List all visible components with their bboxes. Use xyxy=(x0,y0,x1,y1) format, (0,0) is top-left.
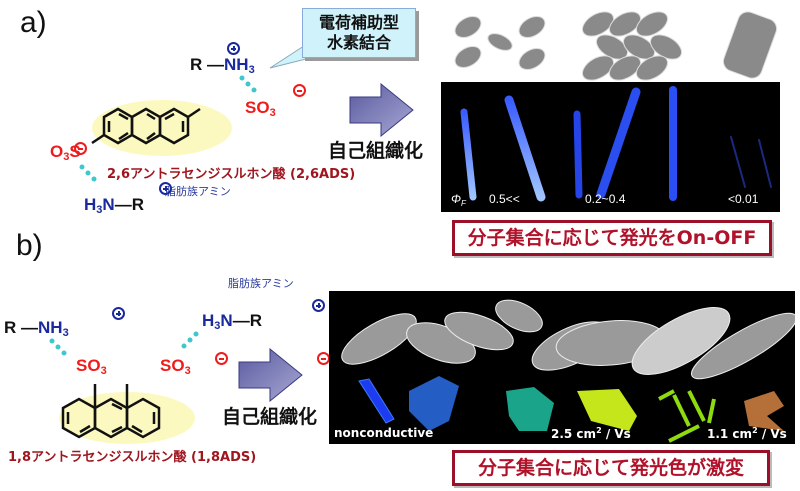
positive-charge-icon xyxy=(159,182,173,195)
fluorescence-photo-2-6ADS: ΦF 0.5<< 0.2~0.4 <0.01 xyxy=(441,82,780,212)
subscript: 3 xyxy=(63,151,70,163)
oxygen: O xyxy=(50,142,64,161)
sulfonate: SO xyxy=(76,356,101,375)
negative-charge-icon xyxy=(316,352,330,365)
amine-top-a: R —NH3 xyxy=(190,55,255,76)
subscript: 3 xyxy=(100,365,107,377)
positive-charge-icon xyxy=(227,42,240,55)
hydrogen-bond-dots xyxy=(49,338,67,356)
hydrogen-bond-dots xyxy=(79,164,97,182)
subscript: 3 xyxy=(184,365,191,377)
callout-hydrogen-bond: 電荷補助型 水素結合 xyxy=(302,8,416,58)
self-assembly-arrow-icon xyxy=(349,83,414,137)
r-group: R xyxy=(131,195,144,214)
nitrogen: N xyxy=(220,311,233,330)
callout-line1: 電荷補助型 xyxy=(318,13,399,32)
superscript: 2 xyxy=(596,426,602,435)
quantum-yield-low: <0.01 xyxy=(728,192,759,206)
compound-name-2-6ADS: 2,6アントラセンジスルホン酸 (2,6ADS) xyxy=(107,167,356,182)
quantum-yield-high: 0.5<< xyxy=(489,192,520,206)
negative-charge-icon xyxy=(214,352,228,365)
mobility-2-5: 2.5 cm2 / Vs xyxy=(551,426,631,441)
quantum-yield-mid: 0.2~0.4 xyxy=(585,192,626,206)
aliphatic-amine-label-b: 脂肪族アミン xyxy=(228,277,294,290)
glowing-samples-image xyxy=(460,86,772,202)
hydrogen-bond-dots xyxy=(181,331,199,349)
negative-charge-icon xyxy=(74,142,88,155)
r-group: R xyxy=(4,318,17,337)
summary-on-off: 分子集合に応じて発光をOn-OFF xyxy=(452,220,772,256)
hydrogen-bond-dots xyxy=(239,75,257,93)
sulfonate-left-b: SO3 xyxy=(76,356,107,377)
subscript: 3 xyxy=(96,204,103,216)
r-group: R xyxy=(190,55,203,74)
aliphatic-amine-label: 脂肪族アミン xyxy=(165,185,231,198)
panel-b-label: b) xyxy=(16,229,43,262)
positive-charge-icon xyxy=(312,299,326,312)
negative-charge-icon xyxy=(293,84,307,97)
superscript: 2 xyxy=(752,426,758,435)
positive-charge-icon xyxy=(112,307,126,320)
sulfonate: SO xyxy=(160,356,185,375)
self-assembly-label-b: 自己組織化 xyxy=(222,406,318,428)
mobility-1-1: 1.1 cm2 / Vs xyxy=(707,426,787,441)
mobility-value: 1.1 cm xyxy=(707,427,753,441)
amine-right-b: H3N—R xyxy=(202,311,262,332)
subscript: 3 xyxy=(214,320,221,332)
unit: / Vs xyxy=(601,427,631,441)
molecular-packing-models xyxy=(454,11,778,81)
hydrogen: H xyxy=(202,311,215,330)
phi-subscript: F xyxy=(461,199,466,208)
subscript: 3 xyxy=(248,64,255,76)
crystal-images xyxy=(341,299,795,443)
self-assembly-arrow-icon xyxy=(238,348,303,402)
phi: Φ xyxy=(451,192,462,206)
anthracene-1-8-structure xyxy=(59,384,195,444)
sulfonate-right-a: SO3 xyxy=(245,98,276,119)
hydrogen: H xyxy=(84,195,97,214)
subscript: 3 xyxy=(269,107,276,119)
nitrogen: N xyxy=(102,195,115,214)
unit: / Vs xyxy=(757,427,787,441)
nonconductive-label: nonconductive xyxy=(334,426,434,440)
crystal-photo-1-8ADS: nonconductive 2.5 cm2 / Vs 1.1 cm2 / Vs xyxy=(329,291,795,444)
sulfonate: SO xyxy=(245,98,270,117)
amine-bottom-a: H3N—R xyxy=(84,195,144,216)
self-assembly-label-a: 自己組織化 xyxy=(328,140,424,162)
sulfonate-right-b: SO3 xyxy=(160,356,191,377)
summary-color-change: 分子集合に応じて発光色が激変 xyxy=(452,450,770,486)
amine-left-b: R —NH3 xyxy=(4,318,69,339)
ammonium: NH xyxy=(224,55,249,74)
r-group: R xyxy=(249,311,262,330)
panel-a-label: a) xyxy=(20,6,47,39)
phi-symbol: ΦF xyxy=(451,192,466,208)
subscript: 3 xyxy=(62,327,69,339)
mobility-value: 2.5 cm xyxy=(551,427,597,441)
ammonium: NH xyxy=(38,318,63,337)
anthracene-2-6-structure xyxy=(91,100,232,156)
callout-line2: 水素結合 xyxy=(326,33,391,52)
compound-name-1-8ADS: 1,8アントラセンジスルホン酸 (1,8ADS) xyxy=(8,450,257,465)
